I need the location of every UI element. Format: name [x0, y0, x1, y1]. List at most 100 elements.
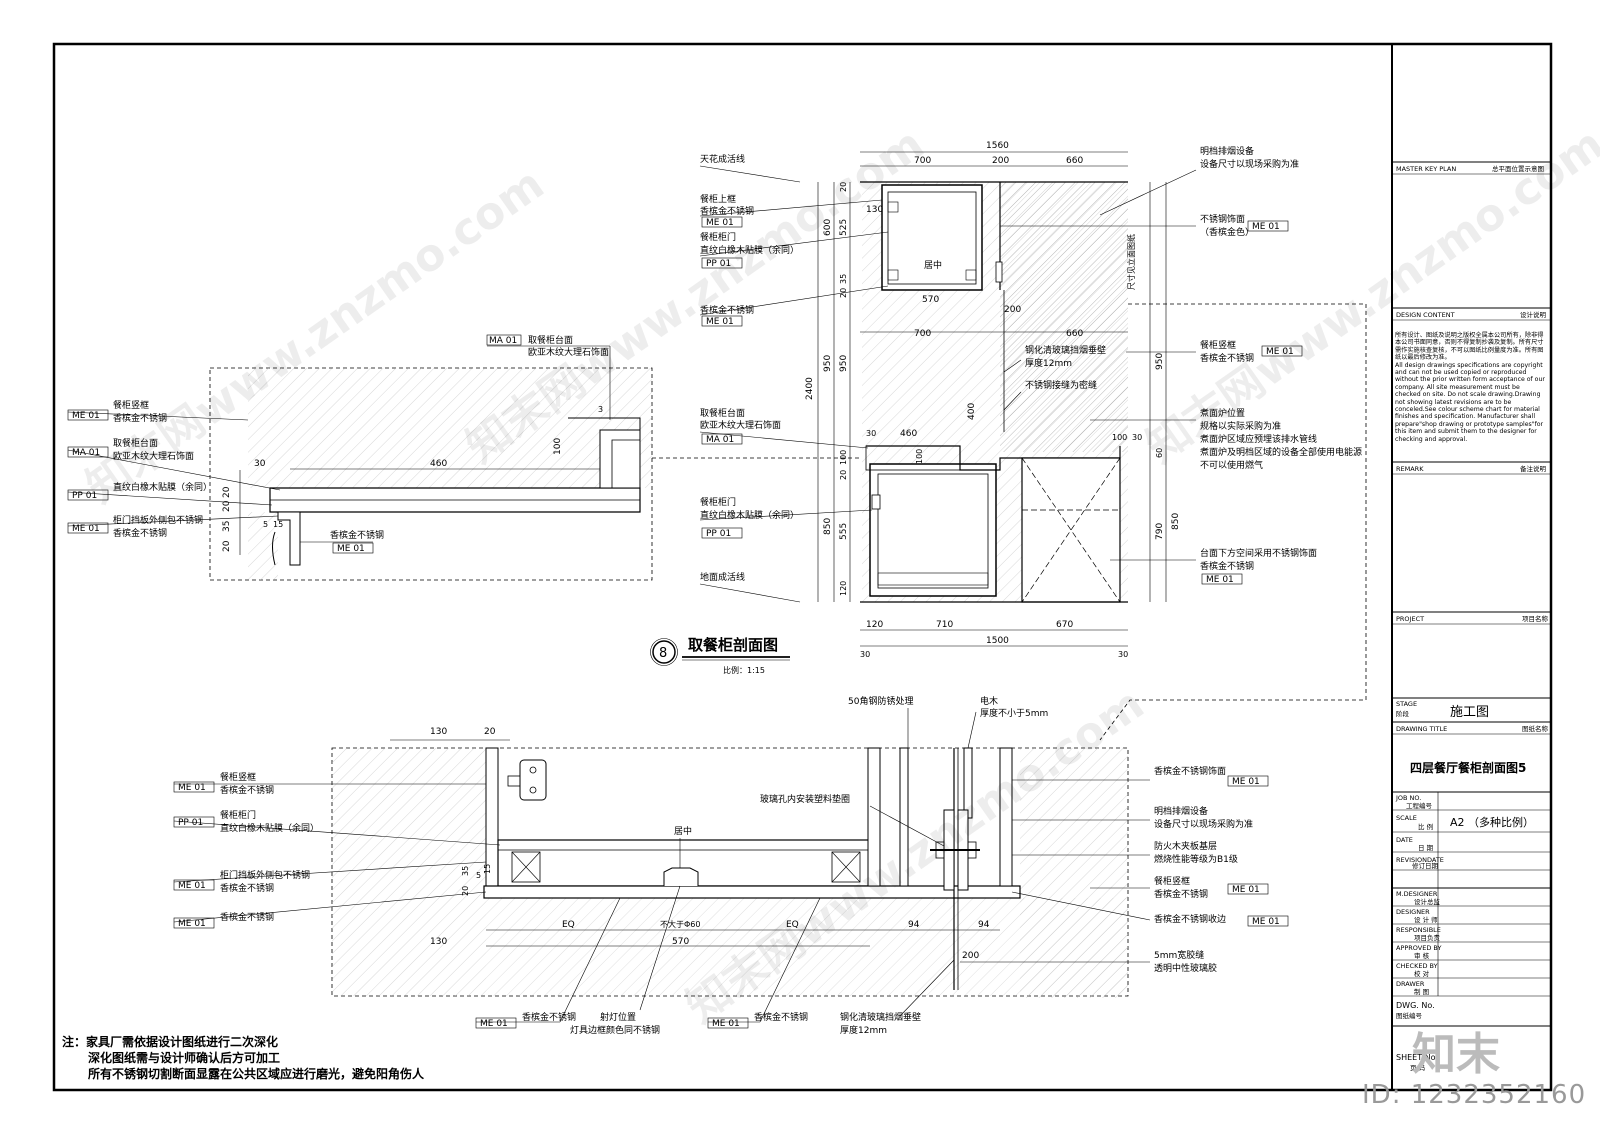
svg-text:玻璃孔内安装塑料垫圈: 玻璃孔内安装塑料垫圈	[760, 793, 850, 805]
svg-text:ME 01: ME 01	[706, 218, 734, 228]
svg-text:煮面炉区域应预埋该排水管线: 煮面炉区域应预埋该排水管线	[1200, 433, 1317, 445]
svg-text:不可以使用燃气: 不可以使用燃气	[1200, 459, 1263, 471]
svg-text:餐柜竖框: 餐柜竖框	[220, 771, 256, 783]
design-notes: 所有设计、图纸及说明之版权全属本公司所有，除非得本公司书面同意，否则不得复制抄袭…	[1395, 332, 1545, 443]
svg-text:取餐柜台面: 取餐柜台面	[700, 407, 745, 419]
svg-text:ME 01: ME 01	[178, 919, 206, 929]
svg-text:950: 950	[1155, 353, 1165, 370]
svg-text:670: 670	[1056, 620, 1073, 630]
svg-text:525: 525	[839, 219, 849, 236]
svg-text:460: 460	[900, 429, 917, 439]
svg-text:M.DESIGNER: M.DESIGNER	[1396, 890, 1438, 898]
svg-text:图纸编号: 图纸编号	[1396, 1011, 1423, 1020]
svg-text:厚度12mm: 厚度12mm	[840, 1024, 887, 1036]
dim-left-460: 460	[430, 459, 447, 469]
svg-text:ME 01: ME 01	[1206, 575, 1234, 585]
svg-text:1500: 1500	[986, 636, 1009, 646]
svg-text:（香槟金色）: （香槟金色）	[1200, 226, 1254, 238]
svg-text:不锈钢饰面: 不锈钢饰面	[1200, 213, 1245, 225]
svg-text:REVISIONDATE: REVISIONDATE	[1396, 856, 1444, 864]
section-title-badge: 8 取餐柜剖面图 比例：1:15	[650, 636, 790, 675]
svg-text:20: 20	[839, 470, 848, 480]
svg-text:ME 01: ME 01	[706, 317, 734, 327]
svg-text:ME 01: ME 01	[72, 411, 100, 421]
svg-text:餐柜上框: 餐柜上框	[700, 193, 736, 205]
svg-text:5: 5	[476, 871, 481, 880]
svg-text:35: 35	[839, 274, 848, 284]
svg-text:20: 20	[222, 486, 232, 498]
svg-text:950: 950	[839, 355, 849, 372]
svg-text:100: 100	[915, 449, 924, 464]
svg-text:30: 30	[866, 429, 876, 438]
svg-text:ME 01: ME 01	[1252, 917, 1280, 927]
svg-text:四层餐厅餐柜剖面图5: 四层餐厅餐柜剖面图5	[1410, 760, 1526, 775]
svg-text:香槟金不锈钢: 香槟金不锈钢	[220, 784, 274, 796]
svg-text:5mm宽胶缝: 5mm宽胶缝	[1154, 949, 1204, 961]
section-scale: 比例：1:15	[723, 665, 765, 675]
svg-text:香槟金不锈钢: 香槟金不锈钢	[700, 205, 754, 217]
svg-text:餐柜柜门: 餐柜柜门	[220, 809, 256, 821]
svg-text:防火木夹板基层: 防火木夹板基层	[1154, 840, 1217, 852]
svg-text:790: 790	[1155, 523, 1165, 540]
watermark-id: ID: 1232352160	[1362, 1080, 1587, 1110]
svg-text:总平面位置示意图: 总平面位置示意图	[1492, 164, 1544, 173]
svg-text:尺寸见立面图纸: 尺寸见立面图纸	[1126, 234, 1136, 290]
svg-text:100: 100	[553, 438, 563, 455]
svg-text:30: 30	[254, 459, 266, 469]
svg-text:PP 01: PP 01	[706, 529, 731, 539]
svg-text:地面成活线: 地面成活线	[700, 571, 745, 583]
svg-text:JOB NO.: JOB NO.	[1395, 794, 1421, 802]
svg-text:20: 20	[839, 182, 848, 192]
svg-text:3: 3	[598, 405, 603, 414]
svg-text:射灯位置: 射灯位置	[600, 1011, 636, 1023]
svg-text:直纹白橡木贴膜（余同）: 直纹白橡木贴膜（余同）	[113, 481, 212, 493]
svg-text:30: 30	[1118, 650, 1128, 659]
svg-text:设 计 师: 设 计 师	[1414, 915, 1438, 924]
svg-text:100: 100	[1112, 433, 1127, 442]
svg-text:DESIGNER: DESIGNER	[1396, 908, 1430, 916]
svg-text:ME 01: ME 01	[72, 524, 100, 534]
svg-text:30: 30	[860, 650, 870, 659]
svg-text:PP 01: PP 01	[72, 491, 97, 501]
svg-text:SHEET No.: SHEET No.	[1396, 1053, 1438, 1062]
svg-text:取餐柜台面: 取餐柜台面	[528, 334, 573, 346]
svg-text:REMARK: REMARK	[1396, 465, 1424, 473]
svg-text:100: 100	[839, 450, 848, 465]
section-main: 1560 700 200 660 700 660 570 200 130 120…	[699, 141, 1367, 741]
svg-text:日 期: 日 期	[1418, 844, 1434, 852]
svg-text:130: 130	[430, 727, 447, 737]
svg-text:图纸名称: 图纸名称	[1522, 724, 1549, 733]
svg-text:130: 130	[866, 205, 883, 215]
svg-text:660: 660	[1066, 329, 1083, 339]
svg-text:400: 400	[967, 403, 977, 420]
svg-text:厚度不小于5mm: 厚度不小于5mm	[980, 707, 1048, 719]
svg-text:2400: 2400	[805, 377, 815, 400]
svg-text:ME 01: ME 01	[1252, 222, 1280, 232]
svg-text:35: 35	[461, 866, 470, 876]
svg-text:不大于Φ60: 不大于Φ60	[660, 919, 700, 929]
svg-text:DWG. No.: DWG. No.	[1396, 1001, 1435, 1010]
svg-text:明档排烟设备: 明档排烟设备	[1154, 805, 1208, 817]
section-number: 8	[659, 646, 667, 661]
svg-text:ME 01: ME 01	[480, 1019, 508, 1029]
svg-text:欧亚木纹大理石饰面: 欧亚木纹大理石饰面	[528, 346, 609, 358]
svg-text:煮面炉位置: 煮面炉位置	[1200, 407, 1245, 419]
svg-text:94: 94	[978, 920, 990, 930]
svg-text:950: 950	[823, 355, 833, 372]
svg-text:明档排烟设备: 明档排烟设备	[1200, 145, 1254, 157]
svg-text:香槟金不锈钢: 香槟金不锈钢	[113, 527, 167, 539]
svg-text:设计总监: 设计总监	[1414, 897, 1441, 906]
svg-text:MA 01: MA 01	[706, 435, 734, 445]
svg-text:570: 570	[922, 295, 939, 305]
svg-text:50角钢防锈处理: 50角钢防锈处理	[848, 695, 913, 707]
svg-text:SCALE: SCALE	[1396, 814, 1417, 822]
svg-text:EQ: EQ	[562, 920, 575, 930]
svg-text:审 核: 审 核	[1414, 951, 1430, 960]
svg-text:200: 200	[1004, 305, 1021, 315]
svg-text:香槟金不锈钢: 香槟金不锈钢	[220, 911, 274, 923]
svg-text:欧亚木纹大理石饰面: 欧亚木纹大理石饰面	[700, 419, 781, 431]
svg-text:700: 700	[914, 329, 931, 339]
section-name: 取餐柜剖面图	[688, 636, 778, 654]
svg-text:电木: 电木	[980, 695, 998, 707]
svg-text:APPROVED BY: APPROVED BY	[1396, 944, 1442, 952]
